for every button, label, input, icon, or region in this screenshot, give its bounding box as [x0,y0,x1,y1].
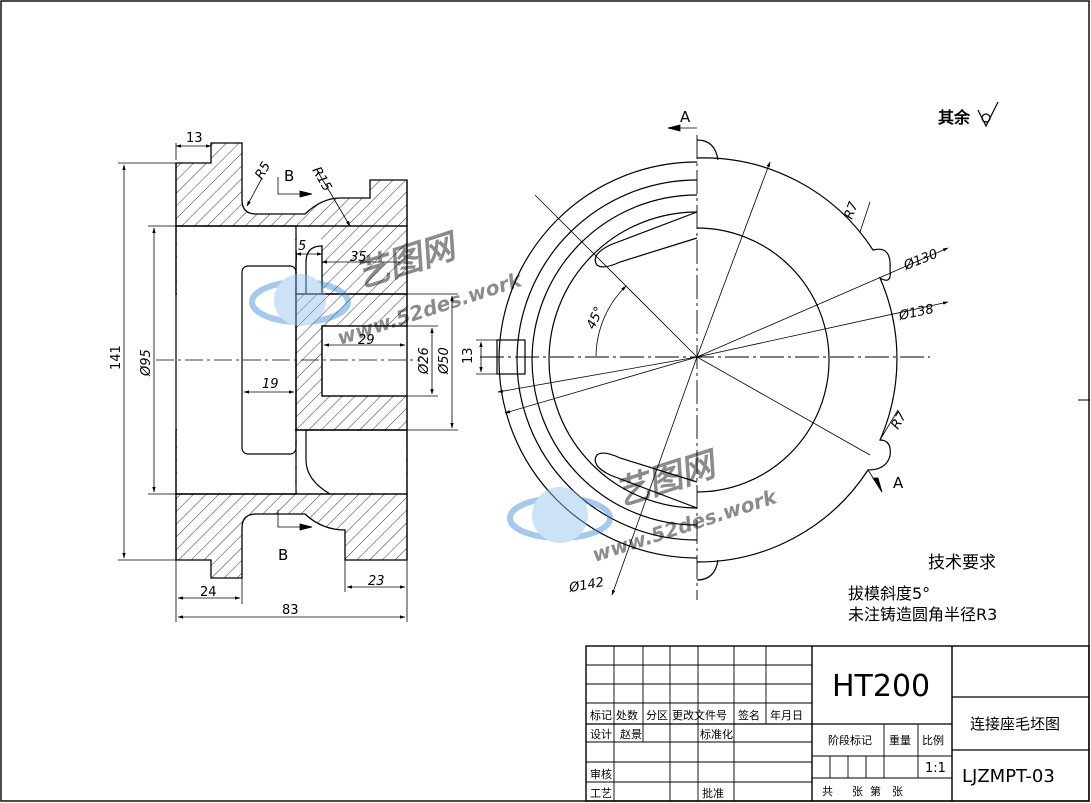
tech-requirements-title: 技术要求 [928,553,996,573]
tb-designer: 赵景 [620,727,642,741]
dim-r7-top: R7 [842,199,862,221]
hatch-lower-flange [175,493,408,579]
dim-24: 24 [200,585,217,600]
roughness-symbol-icon [977,101,999,128]
tb-total: 共 [822,785,833,798]
tb-process: 工艺 [590,787,612,800]
dim-5: 5 [298,239,306,254]
dim-26: Ø26 [417,347,432,375]
section-a-top: A [680,108,691,126]
dim-50: Ø50 [437,347,452,375]
dim-r5: R5 [252,160,274,182]
tb-no: 第 [870,784,881,798]
dim-r7-bottom: R7 [888,409,910,432]
dim-45: 45° [584,304,607,331]
globe-logo-icon [249,279,351,325]
globe-logo-icon [507,495,613,541]
tech-requirement-1: 拔模斜度5° [848,584,930,603]
section-view [156,142,420,579]
tb-change-doc: 更改文件号 [672,708,727,722]
dim-23: 23 [368,574,385,589]
dim-r15: R15 [309,165,335,195]
section-b-top: B [284,167,294,185]
watermark-2: 艺图网 www.52des.work [507,443,781,567]
hatch-upper-flange [175,142,408,227]
tb-approve: 批准 [702,786,724,800]
title-block-text: 标记 处数 分区 更改文件号 签名 年月日 设计 赵景 标准化 审核 工艺 批准… [590,669,1060,800]
tb-count: 处数 [616,709,638,722]
tb-material: HT200 [832,669,930,704]
end-view-leaders [497,124,949,596]
tb-scale: 1:1 [925,761,946,776]
dim-95: Ø95 [139,349,154,377]
surface-note-label: 其余 [938,108,971,127]
dim-13-top: 13 [186,131,203,146]
tb-date: 年月日 [770,708,803,722]
dim-35: 35 [350,250,367,265]
surface-roughness-note: 其余 [938,101,999,128]
dim-141: 141 [109,345,124,370]
dim-13-right: 13 [461,347,476,364]
left-dimensions [118,143,458,622]
end-view [476,135,930,600]
dim-19: 19 [262,377,279,392]
tb-stage-mark: 阶段标记 [828,733,872,747]
dim-130: Ø130 [901,247,940,274]
tb-sheet-1: 张 [852,785,863,798]
left-dimension-text: 13 R5 R15 B 5 35 29 141 Ø95 19 Ø26 Ø50 B… [109,131,452,618]
watermark-brand-2: 艺图网 [610,443,724,514]
tb-mark: 标记 [590,708,612,722]
tb-drawing-no: LJZMPT-03 [962,766,1055,787]
dim-83: 83 [282,603,299,618]
tb-standardize: 标准化 [700,727,733,741]
tb-design: 设计 [590,728,612,741]
tech-requirement-2: 未注铸造圆角半径R3 [848,605,997,624]
tb-review: 审核 [590,767,612,781]
dim-138: Ø138 [897,302,935,324]
tb-zone: 分区 [646,709,668,722]
tb-part-name: 连接座毛坯图 [970,715,1060,733]
tech-requirements: 技术要求 拔模斜度5° 未注铸造圆角半径R3 [848,553,997,624]
tb-ratio: 比例 [922,733,944,747]
tb-sheet-2: 张 [892,785,903,798]
dim-142: Ø142 [567,575,605,596]
title-block [585,645,1090,802]
section-a-bottom: A [893,474,904,492]
tb-sign: 签名 [738,708,760,722]
tb-weight: 重量 [889,733,911,747]
dim-29: 29 [358,333,375,348]
section-b-bottom: B [278,546,288,564]
